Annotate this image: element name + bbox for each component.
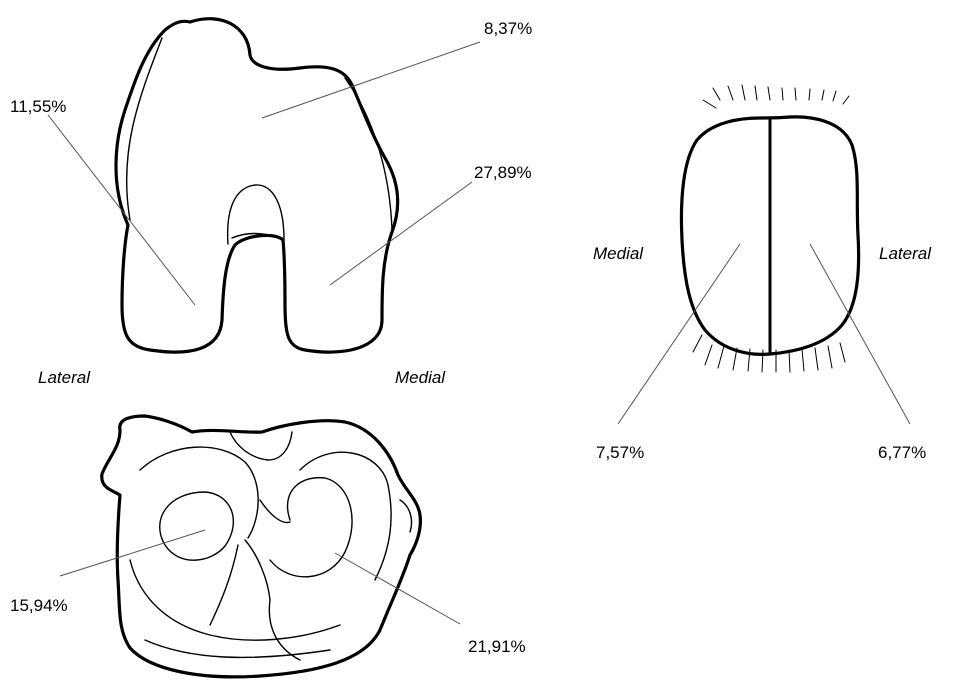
tibia-drawing [102, 416, 421, 677]
leader-medial-facet [618, 244, 740, 424]
leader-medial-plateau [335, 553, 460, 624]
femur-drawing [116, 19, 398, 352]
femur-medial-condyle-value: 27,89% [474, 163, 532, 183]
leader-medial-condyle [330, 182, 472, 285]
tibia-medial-plateau-value: 21,91% [468, 637, 526, 657]
patella-medial-facet-value: 7,57% [596, 443, 644, 463]
patella-lateral-side-label: Lateral [879, 244, 931, 264]
patella-drawing [681, 85, 858, 372]
femur-trochlea-value: 8,37% [484, 19, 532, 39]
leader-lines [48, 42, 910, 624]
leader-lateral-facet [810, 244, 910, 424]
tibia-lateral-plateau-value: 15,94% [10, 596, 68, 616]
leader-trochlea [262, 42, 480, 118]
femur-medial-side-label: Medial [395, 368, 445, 388]
femur-lateral-condyle-value: 11,55% [10, 97, 66, 117]
patella-lateral-facet-value: 6,77% [878, 443, 926, 463]
patella-medial-side-label: Medial [593, 244, 643, 264]
femur-lateral-side-label: Lateral [38, 368, 90, 388]
